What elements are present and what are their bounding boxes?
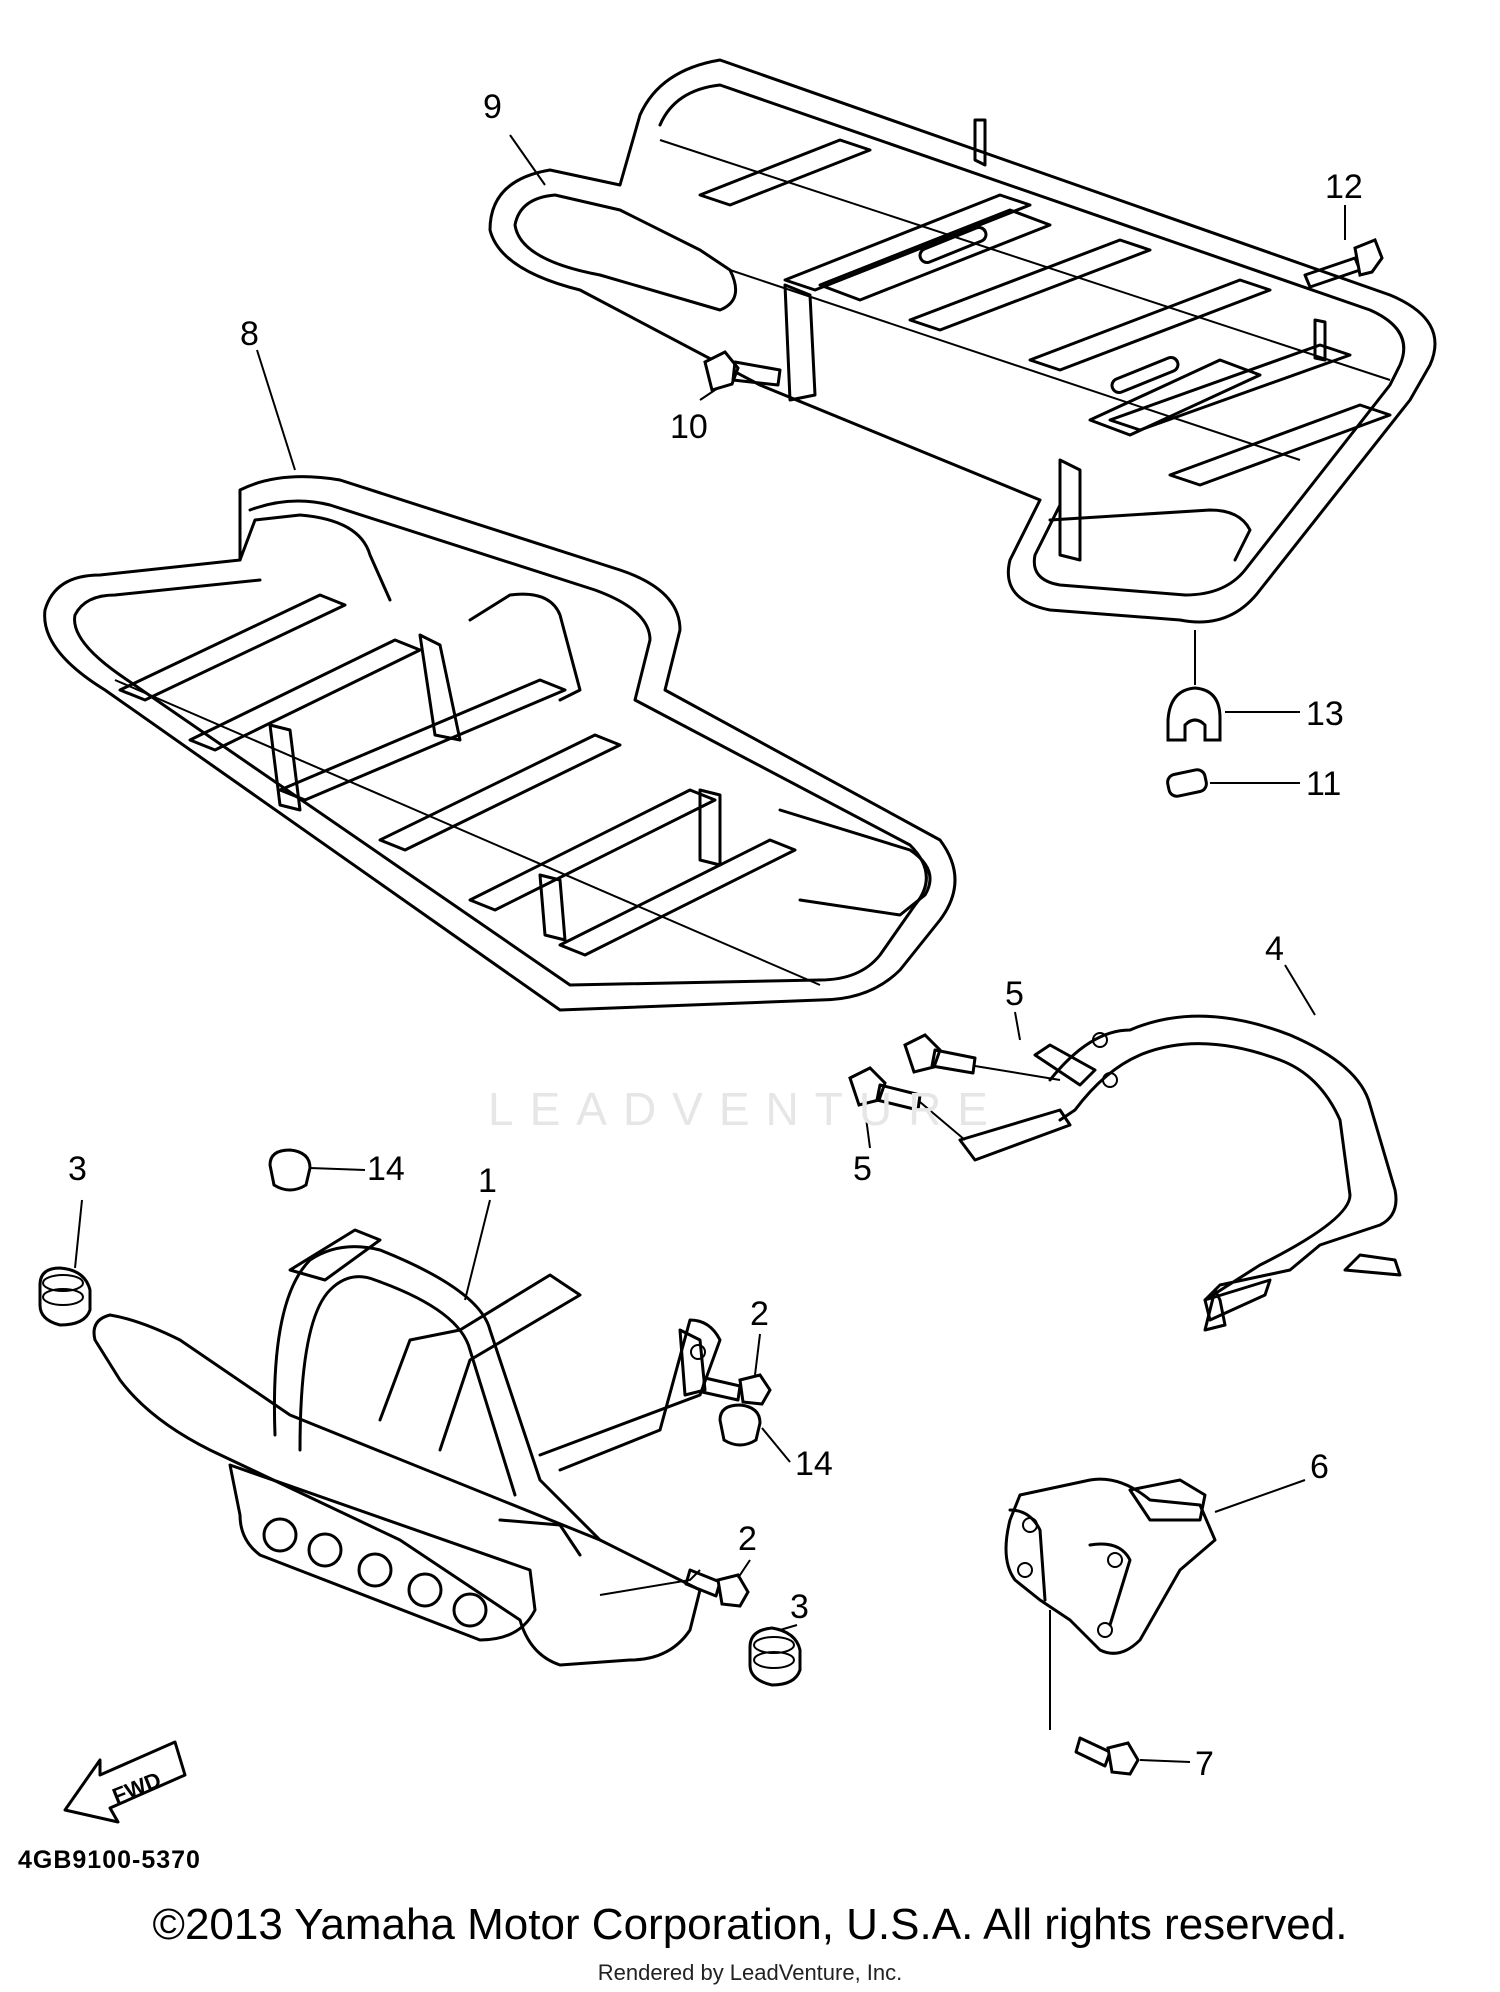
callout-12: 12 bbox=[1325, 168, 1363, 206]
callout-7: 7 bbox=[1195, 1745, 1214, 1783]
callout-2-upper: 2 bbox=[750, 1295, 769, 1333]
rear-carrier[interactable] bbox=[488, 58, 1437, 624]
copyright-notice: ©2013 Yamaha Motor Corporation, U.S.A. A… bbox=[152, 1900, 1348, 1949]
bolt-7[interactable] bbox=[1074, 1736, 1140, 1776]
callout-9: 9 bbox=[483, 88, 502, 126]
callout-3-left: 3 bbox=[68, 1150, 87, 1188]
rear-guard[interactable] bbox=[958, 1014, 1402, 1332]
grommet-14-upper[interactable] bbox=[268, 1148, 312, 1192]
damper-3-left[interactable] bbox=[38, 1266, 92, 1327]
callout-13: 13 bbox=[1306, 695, 1344, 733]
fwd-arrow-icon: FWD bbox=[63, 1740, 187, 1824]
front-guard[interactable] bbox=[92, 1228, 722, 1667]
bolt-2-upper[interactable] bbox=[700, 1373, 772, 1406]
collar-13[interactable] bbox=[1166, 630, 1222, 742]
callout-14-lower: 14 bbox=[795, 1445, 833, 1483]
callout-6: 6 bbox=[1310, 1448, 1329, 1486]
callout-5-lower: 5 bbox=[853, 1150, 872, 1188]
callout-5-upper: 5 bbox=[1005, 975, 1024, 1013]
front-carrier[interactable] bbox=[43, 475, 957, 1012]
damper-3-right[interactable] bbox=[748, 1626, 802, 1687]
callout-8: 8 bbox=[240, 315, 259, 353]
rendered-by-credit: Rendered by LeadVenture, Inc. bbox=[597, 1960, 903, 1985]
bolt-5-upper[interactable] bbox=[903, 1033, 1061, 1081]
bolt-2-lower[interactable] bbox=[599, 1568, 750, 1608]
grommet-14-lower[interactable] bbox=[718, 1403, 762, 1447]
callout-4: 4 bbox=[1265, 930, 1284, 968]
callout-10: 10 bbox=[670, 408, 708, 446]
callout-1: 1 bbox=[478, 1162, 497, 1200]
collar-11[interactable] bbox=[1166, 768, 1208, 798]
callout-3-right: 3 bbox=[790, 1588, 809, 1626]
bolt-12[interactable] bbox=[1303, 238, 1384, 289]
callout-14-upper: 14 bbox=[367, 1150, 405, 1188]
leader-lines bbox=[74, 134, 1346, 1763]
callout-labels: 9 8 12 10 13 11 4 5 5 1 3 3 14 14 2 2 6 … bbox=[68, 88, 1363, 1783]
callout-11: 11 bbox=[1306, 765, 1341, 803]
callout-2-lower: 2 bbox=[738, 1520, 757, 1558]
bracket-6[interactable] bbox=[1004, 1477, 1217, 1730]
fwd-label: FWD bbox=[109, 1767, 165, 1809]
watermark: LEADVENTURE bbox=[488, 1083, 1004, 1135]
bolt-10[interactable] bbox=[703, 350, 782, 392]
bolt-5-lower[interactable] bbox=[848, 1066, 966, 1141]
diagram-part-number: 4GB9100-5370 bbox=[18, 1846, 201, 1874]
